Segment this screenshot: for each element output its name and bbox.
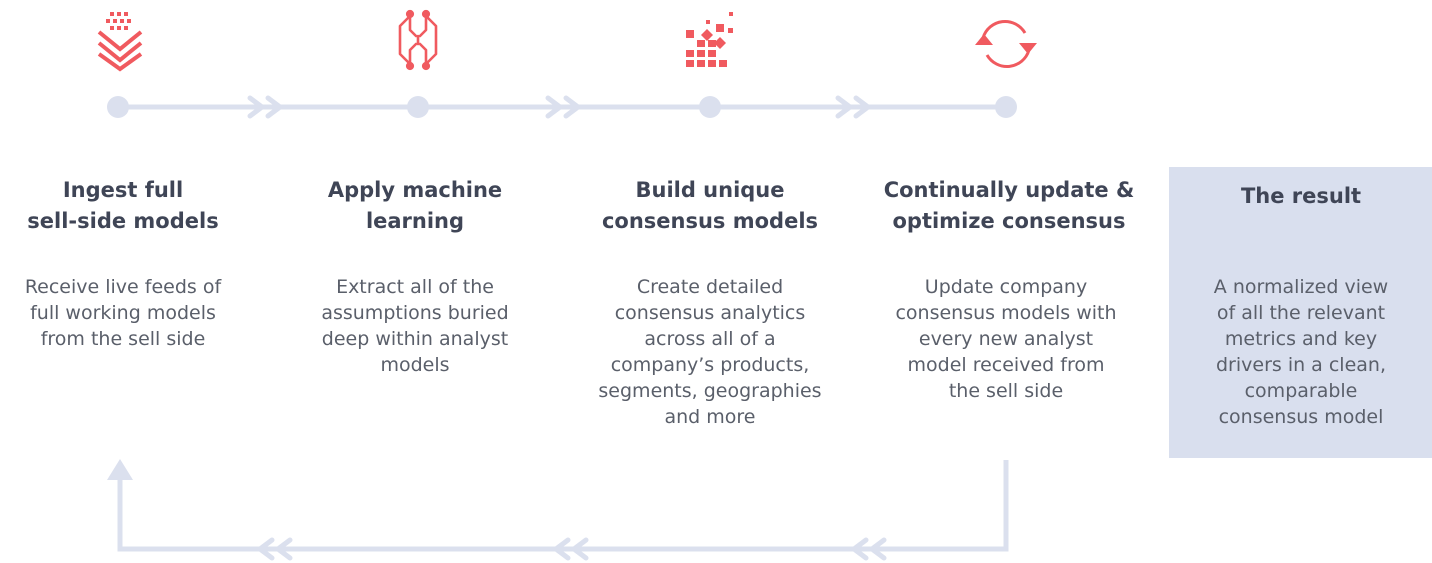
feedback-loop-line xyxy=(117,460,1009,552)
feedback-arrow-1 xyxy=(851,537,887,561)
timeline-node-1 xyxy=(107,96,129,118)
timeline-arrow-1 xyxy=(247,95,283,119)
timeline-node-4 xyxy=(995,96,1017,118)
machine-learning-circuit-icon xyxy=(398,9,438,71)
feedback-loop-arrowhead xyxy=(107,459,133,480)
timeline-arrow-3 xyxy=(835,95,871,119)
ingest-chevrons-icon xyxy=(97,12,143,72)
feedback-arrow-3 xyxy=(257,537,293,561)
timeline-node-2 xyxy=(407,96,429,118)
consensus-blocks-icon xyxy=(686,12,733,67)
feedback-arrow-2 xyxy=(553,537,589,561)
timeline-arrow-2 xyxy=(545,95,581,119)
step-4-title: Continually update &optimize consensus xyxy=(883,178,1135,233)
refresh-cycle-icon xyxy=(975,20,1037,68)
result-title: The result xyxy=(1240,184,1362,208)
timeline-node-3 xyxy=(699,96,721,118)
